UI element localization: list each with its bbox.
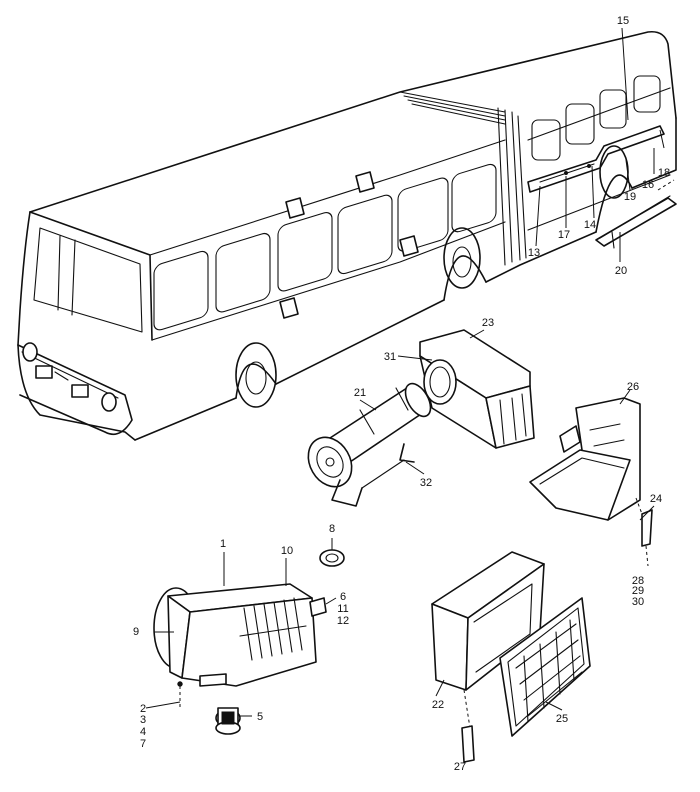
part-25-filter-mesh <box>499 597 591 737</box>
grille <box>239 597 307 661</box>
part-1-heater-unit <box>153 583 327 708</box>
mesh-pattern <box>515 619 583 723</box>
callout-labels: 15 18 16 19 14 17 13 20 23 31 21 26 32 2… <box>133 15 670 773</box>
part-21-cylinder <box>307 382 432 507</box>
callout-6: 6 <box>340 591 346 603</box>
callout-27: 27 <box>454 761 466 773</box>
callout-32: 32 <box>420 477 432 489</box>
callout-26: 26 <box>627 381 639 393</box>
roof-vent <box>279 171 419 319</box>
part-22-box <box>431 551 545 763</box>
callout-18: 18 <box>658 167 670 179</box>
callout-10: 10 <box>281 545 293 557</box>
part-26-funnel-housing <box>529 397 653 567</box>
callout-1: 1 <box>220 538 226 550</box>
callout-30: 30 <box>632 596 644 608</box>
part-8-grommet <box>319 549 345 567</box>
callout-14: 14 <box>584 219 596 231</box>
callout-20: 20 <box>615 265 627 277</box>
callout-21: 21 <box>354 387 366 399</box>
callout-2: 2 <box>140 703 146 715</box>
callout-12: 12 <box>337 615 349 627</box>
leader-lines <box>145 27 665 717</box>
part-5-mount <box>215 707 241 735</box>
callout-5: 5 <box>257 711 263 723</box>
articulated-bus <box>17 30 677 441</box>
callout-22: 22 <box>432 699 444 711</box>
callout-9: 9 <box>133 626 139 638</box>
callout-25: 25 <box>556 713 568 725</box>
callout-4: 4 <box>140 726 146 738</box>
callout-17: 17 <box>558 229 570 241</box>
callout-8: 8 <box>329 523 335 535</box>
callout-7: 7 <box>140 738 146 750</box>
part-20-rail <box>595 179 677 249</box>
callout-29: 29 <box>632 585 644 597</box>
callout-13: 13 <box>528 247 540 259</box>
callout-11: 11 <box>337 603 348 615</box>
callout-3: 3 <box>140 714 146 726</box>
part-23-duct-box <box>419 329 535 449</box>
callout-16: 16 <box>642 179 654 191</box>
callout-19: 19 <box>624 191 636 203</box>
callout-31: 31 <box>384 351 396 363</box>
callout-28: 28 <box>632 575 644 587</box>
callout-24: 24 <box>650 493 662 505</box>
callout-15: 15 <box>617 15 629 27</box>
callout-23: 23 <box>482 317 494 329</box>
